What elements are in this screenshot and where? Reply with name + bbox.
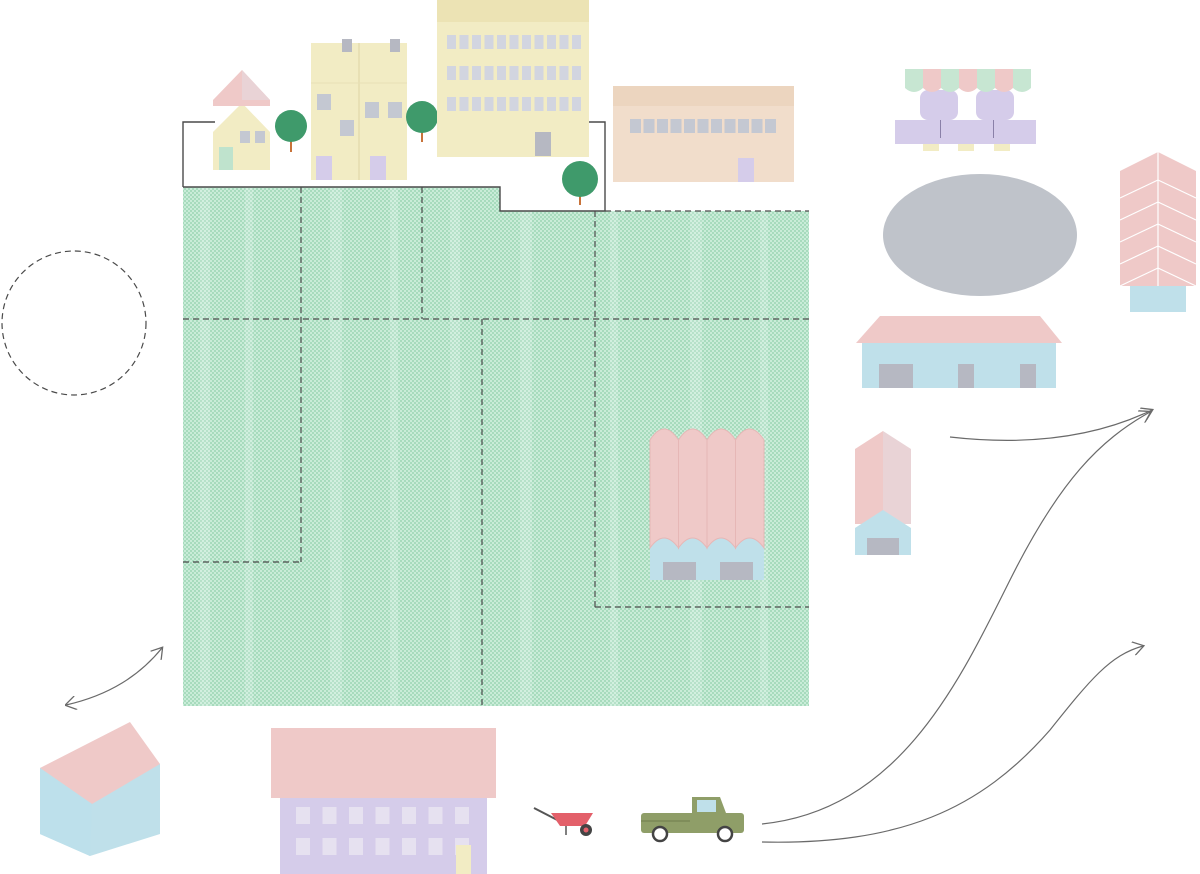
village-boundary — [182, 121, 606, 212]
isometric-house-icon — [40, 722, 160, 856]
curved-arrow-icon — [66, 648, 162, 705]
plot-boundaries — [183, 187, 809, 706]
wheelbarrow-icon — [533, 807, 593, 836]
curved-arrow-icon — [949, 410, 1152, 441]
small-shed-icon — [855, 431, 911, 555]
dashed-circle-icon — [1, 250, 147, 396]
apartment-block-icon — [437, 0, 589, 157]
market-stalls-icon — [895, 69, 1036, 151]
curved-arrow-icon — [761, 412, 1150, 825]
pond-icon — [883, 174, 1077, 296]
greenhouse-tunnels-icon — [649, 428, 765, 580]
dormitory-building-icon — [271, 728, 496, 874]
stacked-roof-tower-icon — [1119, 152, 1197, 312]
tree-icon — [406, 101, 438, 142]
townhouse-icon — [213, 70, 270, 170]
duplex-building-icon — [311, 39, 407, 180]
tree-icon — [275, 110, 307, 152]
pickup-truck-icon — [641, 797, 744, 843]
tree-icon — [562, 161, 598, 205]
barn-icon — [856, 316, 1062, 388]
warehouse-icon — [613, 86, 794, 182]
curved-arrow-icon — [761, 646, 1143, 843]
